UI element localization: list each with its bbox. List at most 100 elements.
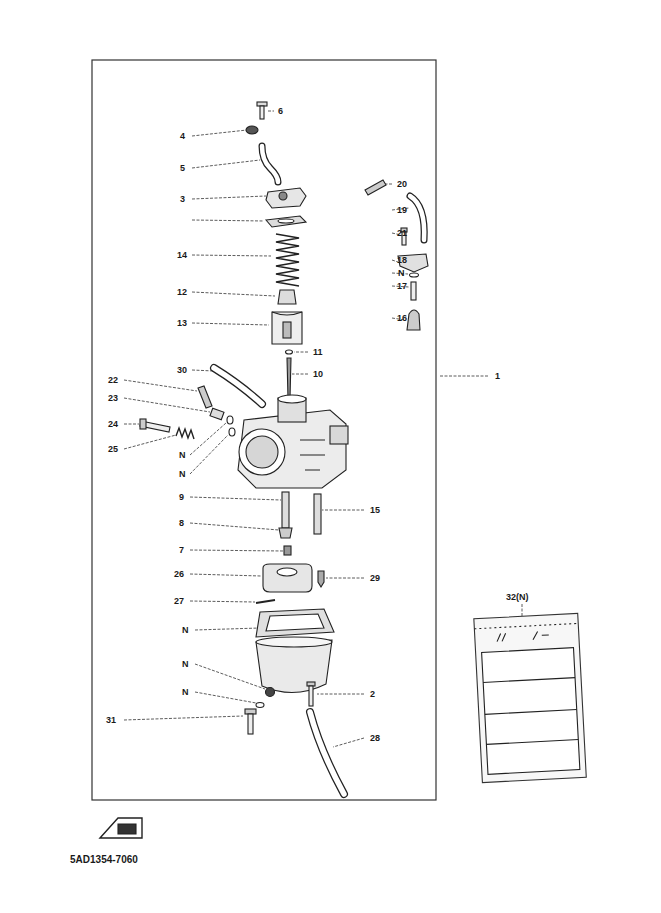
part-shape (266, 614, 324, 631)
callout-number: 13 (177, 319, 187, 328)
frame (92, 60, 436, 800)
leader-line-shape (190, 497, 281, 500)
part-shape (140, 419, 146, 429)
part-shape (229, 428, 235, 436)
callout-number: 29 (370, 574, 380, 583)
part-shape (210, 408, 224, 420)
part-shape (262, 146, 278, 182)
part-shape (266, 688, 275, 697)
callout-number: 21 (397, 229, 407, 238)
part-shape (307, 682, 315, 686)
leader-line-shape (124, 424, 139, 425)
callout-number: 16 (397, 314, 407, 323)
leader-line-shape (192, 160, 260, 168)
part-shape (474, 613, 586, 782)
callout-number: 30 (177, 366, 187, 375)
callout-number: 17 (397, 282, 407, 291)
callout-number: 18 (397, 256, 407, 265)
part-shape (310, 712, 344, 794)
part-shape (410, 273, 419, 277)
leader-line-shape (124, 435, 176, 449)
part-shape (365, 180, 386, 195)
part-shape (263, 564, 312, 592)
part-shape (278, 219, 294, 223)
part-shape (245, 709, 256, 714)
callout-number: 19 (397, 206, 407, 215)
part-shape (287, 358, 291, 398)
callout-number: 3 (180, 195, 185, 204)
leader-line-shape (317, 694, 364, 695)
part-shape (276, 234, 299, 286)
callout-number: 11 (313, 348, 323, 357)
part-shape (277, 568, 297, 576)
leader-line-shape (190, 423, 226, 455)
callout-number: 27 (174, 597, 184, 606)
part-shape (278, 290, 296, 304)
leader-lines (124, 111, 522, 747)
part-shape-shape (497, 631, 549, 642)
callout-number: 20 (397, 180, 407, 189)
part-shape (227, 416, 233, 424)
callout-number: 10 (313, 370, 323, 379)
part-shape (310, 712, 344, 794)
part-shape (256, 703, 264, 708)
part-shape (256, 640, 332, 693)
part-shape (330, 426, 348, 444)
leader-line-shape (124, 380, 197, 391)
leader-line-shape (190, 435, 228, 474)
part-shape (256, 609, 334, 637)
part-shape (279, 192, 287, 200)
part-shape-shape (485, 710, 577, 715)
part-shape (262, 146, 278, 182)
part-shape (318, 571, 324, 587)
callout-number: 26 (174, 570, 184, 579)
leader-line-shape (440, 376, 489, 377)
part-shape (278, 395, 306, 403)
callout-number: 5 (180, 164, 185, 173)
part-shape-shape (474, 613, 586, 782)
callout-number: 2 (370, 690, 375, 699)
part-shape (118, 824, 136, 834)
leader-line-shape (124, 716, 243, 720)
part-shape (314, 494, 321, 534)
callout-number: 25 (108, 445, 118, 454)
leader-line-shape (522, 604, 523, 616)
part-shape (300, 440, 325, 470)
part-shape (272, 312, 302, 344)
callout-number: 4 (180, 132, 185, 141)
part-number: 5AD1354-7060 (70, 855, 138, 865)
part-shape (411, 282, 416, 300)
leader-line-shape (192, 292, 275, 296)
part-shape (100, 818, 142, 838)
part-shape-shape (486, 740, 578, 745)
callout-number: N (182, 688, 189, 697)
callout-number: 6 (278, 107, 283, 116)
callout-number: N (182, 626, 189, 635)
leader-line-shape (333, 738, 364, 747)
part-shape (284, 546, 291, 555)
part-shape (279, 528, 292, 538)
part-shape (214, 368, 262, 404)
part-shape-shape (474, 623, 578, 628)
part-shape (256, 637, 332, 647)
part-shape (239, 429, 285, 475)
part-shape (407, 310, 420, 330)
part-shape (198, 386, 212, 408)
callout-number: 1 (495, 372, 500, 381)
leader-line-shape (268, 111, 274, 112)
leader-line-shape (294, 352, 308, 353)
part-shape (256, 600, 275, 603)
callout-number: 12 (177, 288, 187, 297)
part-shape (309, 686, 313, 706)
part-shape (214, 368, 262, 404)
callout-number: 23 (108, 394, 118, 403)
leader-line-shape (124, 398, 210, 412)
callout-number: 24 (108, 420, 118, 429)
leader-line-shape (195, 628, 260, 630)
callout-number: 9 (179, 493, 184, 502)
part-shape (283, 322, 291, 338)
leader-line-shape (195, 692, 256, 703)
part-shape (257, 102, 267, 106)
